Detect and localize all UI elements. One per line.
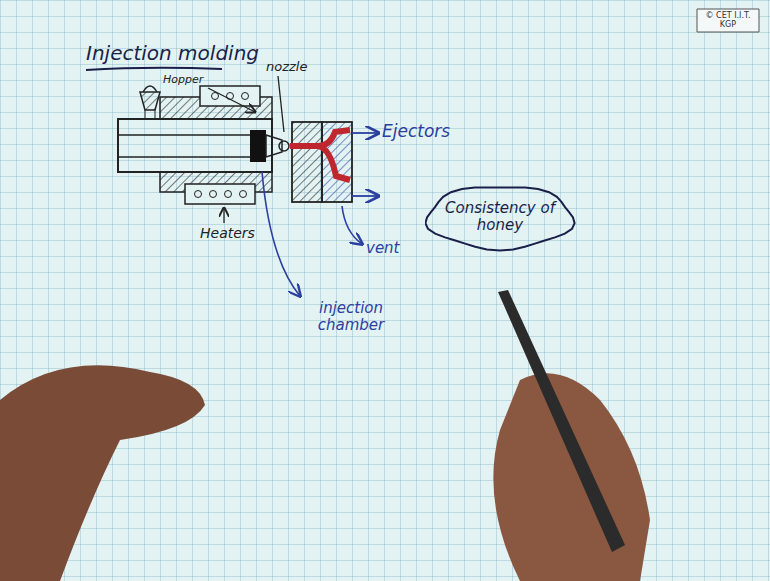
note-text: Consistency of honey (441, 200, 559, 235)
part-label: Ejectors (382, 122, 450, 141)
node-text-holder: © CET I.I.T. KGP (696, 8, 760, 32)
part-label: Hopper (163, 74, 203, 86)
part-label: nozzle (266, 60, 307, 74)
node-text-holder: Consistency of honey (425, 184, 575, 251)
part-label: vent (366, 240, 400, 257)
watermark-text: © CET I.I.T. KGP (699, 11, 757, 29)
watermark-box: © CET I.I.T. KGP (696, 8, 760, 33)
part-label: injection chamber (296, 300, 406, 333)
title: Injection molding (86, 42, 259, 64)
part-label: Heaters (200, 226, 255, 241)
note-cloud: Consistency of honey (425, 184, 575, 251)
